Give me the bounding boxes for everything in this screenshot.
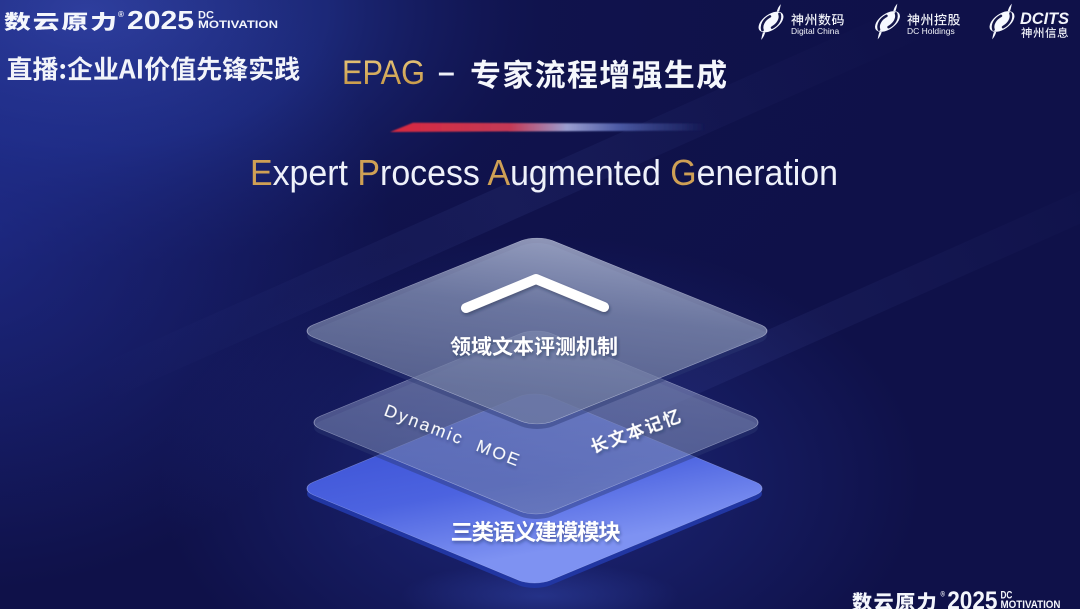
svg-text:–: – xyxy=(438,56,455,89)
svg-text:DCITS: DCITS xyxy=(1020,9,1070,28)
svg-text:Digital China: Digital China xyxy=(791,26,839,36)
svg-text:®: ® xyxy=(941,590,945,599)
svg-text:MOTIVATION: MOTIVATION xyxy=(1001,599,1061,609)
svg-text:DC: DC xyxy=(1001,590,1013,602)
svg-text:EPAG: EPAG xyxy=(342,54,425,92)
svg-text:®: ® xyxy=(118,10,124,19)
svg-text:DC Holdings: DC Holdings xyxy=(907,26,955,36)
svg-text:2025: 2025 xyxy=(947,586,997,609)
svg-text:MOTIVATION: MOTIVATION xyxy=(198,19,278,31)
svg-text:2025: 2025 xyxy=(127,5,194,35)
svg-text:Expert Process Augmented Gener: Expert Process Augmented Generation xyxy=(250,152,838,193)
svg-text:DC: DC xyxy=(198,10,214,22)
